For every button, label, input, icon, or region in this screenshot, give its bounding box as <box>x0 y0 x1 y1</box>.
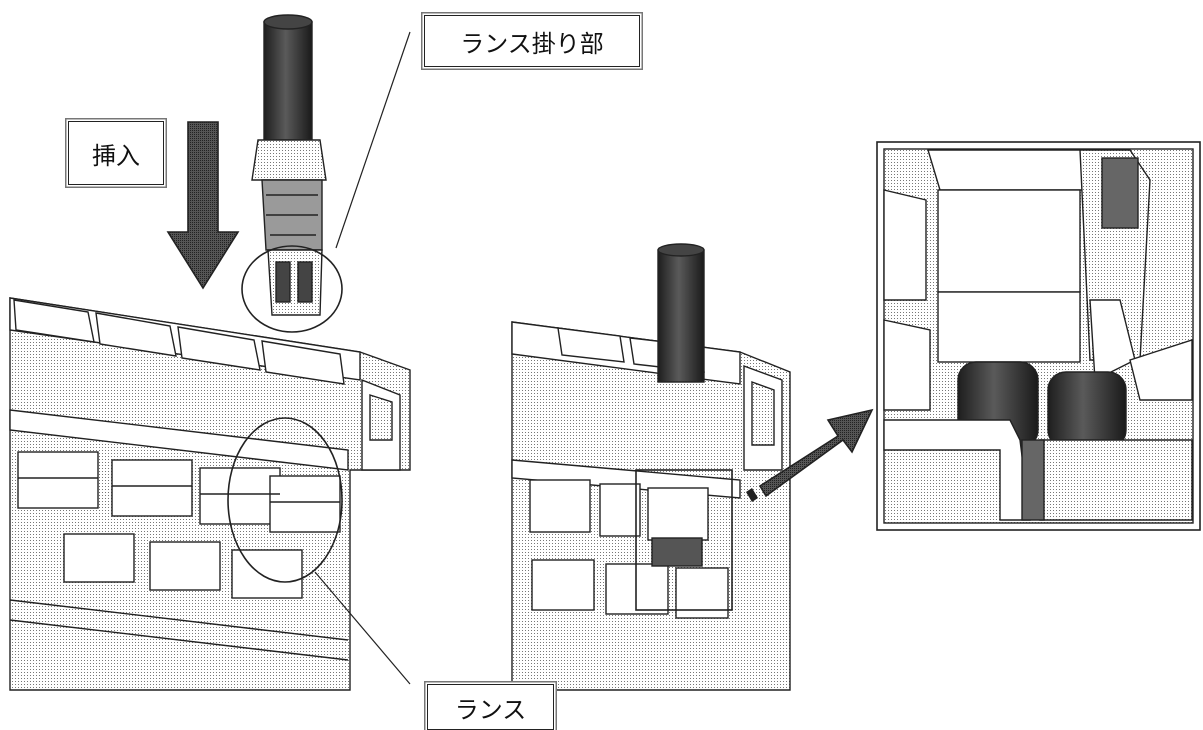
detail-zoom-box <box>635 469 733 611</box>
insert-arrow-icon <box>166 121 240 290</box>
insert-label: 挿入 <box>68 121 164 185</box>
lance-label: ランス <box>427 684 554 730</box>
detail-view <box>876 141 1201 531</box>
zoom-arrow-icon <box>746 408 874 502</box>
connector-housing-left <box>9 297 411 691</box>
lance-hook-callout-circle <box>241 245 343 333</box>
terminal-left <box>251 14 327 316</box>
lance-leader-line <box>314 571 411 685</box>
lance-hook-label: ランス掛り部 <box>424 15 640 67</box>
terminal-middle <box>657 243 705 383</box>
connector-housing-middle <box>511 321 791 691</box>
lance-hook-leader-line <box>335 31 411 249</box>
lance-callout-circle <box>227 417 343 583</box>
